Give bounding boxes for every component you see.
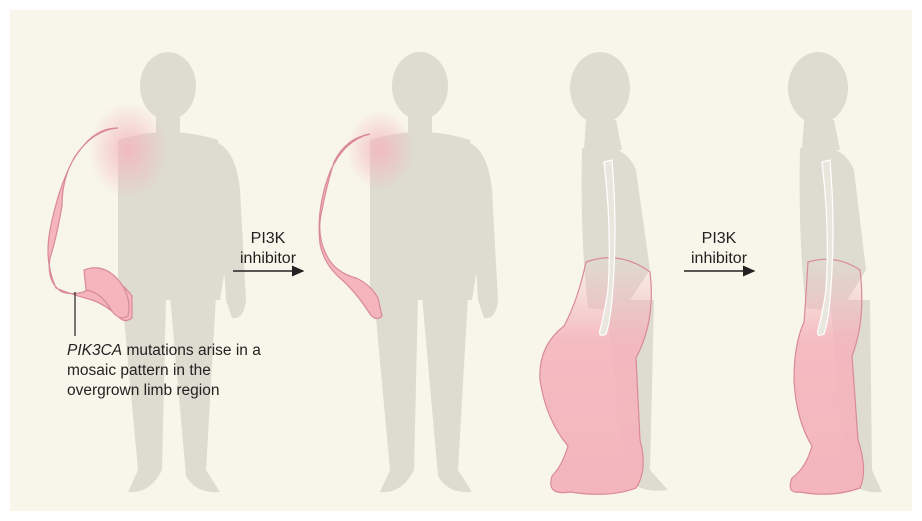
caption-gene: PIK3CA bbox=[67, 342, 122, 359]
arrow-1-label-line1: PI3K bbox=[223, 229, 313, 249]
arrow-1-label: PI3K inhibitor bbox=[223, 229, 313, 269]
arrow-2-label-line2: inhibitor bbox=[674, 249, 764, 269]
arrow-2-label: PI3K inhibitor bbox=[674, 229, 764, 269]
mutation-caption: PIK3CA mutations arise in a mosaic patte… bbox=[67, 341, 267, 401]
arrow-2-label-line1: PI3K bbox=[674, 229, 764, 249]
arrow-1-label-line2: inhibitor bbox=[223, 249, 313, 269]
overgrown-legs-before bbox=[540, 258, 652, 494]
